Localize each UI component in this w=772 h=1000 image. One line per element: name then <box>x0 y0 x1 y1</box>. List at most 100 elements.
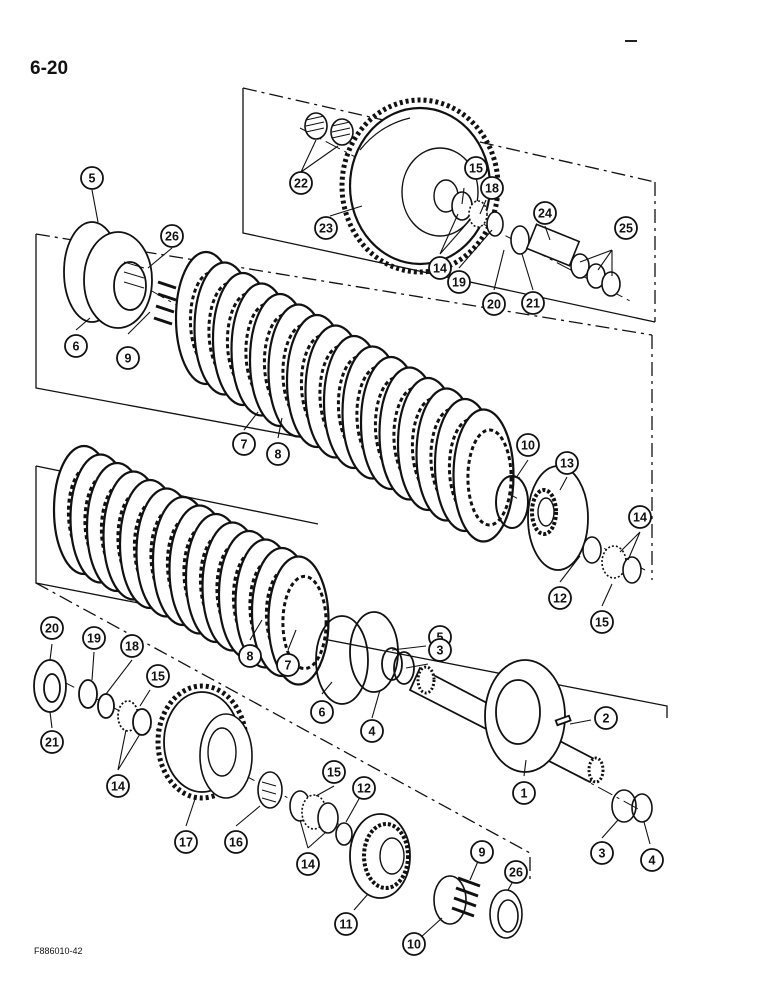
callout-c19b: 19 <box>82 626 106 650</box>
gear-13 <box>527 465 589 571</box>
callout-c2: 2 <box>594 706 618 730</box>
callout-label: 25 <box>619 222 633 236</box>
callout-c14a: 14 <box>428 256 452 280</box>
snap-ring-10 <box>495 475 529 529</box>
rings-3-4-lower <box>611 789 653 823</box>
callout-c11: 11 <box>334 912 358 936</box>
springs-9 <box>153 280 177 326</box>
callout-label: 23 <box>319 222 333 236</box>
callout-label: 17 <box>179 836 193 850</box>
callout-c3a: 3 <box>428 638 452 662</box>
callout-label: 6 <box>73 340 80 354</box>
callout-label: 14 <box>111 780 125 794</box>
callout-label: 15 <box>595 616 609 630</box>
callout-c13: 13 <box>555 451 579 475</box>
callout-c18b: 18 <box>120 634 144 658</box>
hub-11 <box>349 813 411 899</box>
callout-c25: 25 <box>614 216 638 240</box>
output-shaft-1 <box>408 659 605 784</box>
figure-code: F886010-42 <box>34 946 83 956</box>
callout-label: 4 <box>369 725 376 739</box>
callout-label: 10 <box>407 938 421 952</box>
callout-c12a: 12 <box>548 586 572 610</box>
callout-label: 8 <box>275 448 282 462</box>
callout-label: 15 <box>151 670 165 684</box>
bearings-16-14 <box>257 771 353 846</box>
callout-c9b: 9 <box>470 840 494 864</box>
panel-top-outline <box>242 87 656 323</box>
callout-c8b: 8 <box>238 644 262 668</box>
callout-c15d: 15 <box>322 760 346 784</box>
large-gear-23 <box>339 97 501 275</box>
callout-c10b: 10 <box>402 932 426 956</box>
callout-label: 16 <box>229 836 243 850</box>
bearing-cluster-top <box>451 191 621 297</box>
callout-c23: 23 <box>314 216 338 240</box>
callout-c16: 16 <box>224 830 248 854</box>
callout-c10a: 10 <box>516 433 540 457</box>
callout-c14b: 14 <box>628 505 652 529</box>
callout-label: 15 <box>469 162 483 176</box>
callout-label: 20 <box>487 298 501 312</box>
callout-c7a: 7 <box>232 432 256 456</box>
callout-label: 10 <box>521 439 535 453</box>
callout-label: 12 <box>553 592 567 606</box>
callout-label: 24 <box>538 207 552 221</box>
clutch-pack-upper <box>174 250 515 543</box>
callout-c7b: 7 <box>276 653 300 677</box>
callout-label: 19 <box>87 632 101 646</box>
piston-hub-5 <box>63 221 153 329</box>
clutch-pack-lower <box>52 444 330 686</box>
callout-label: 22 <box>294 177 308 191</box>
callout-c14c: 14 <box>106 774 130 798</box>
bearing-middle <box>582 536 642 584</box>
callout-c19a: 19 <box>447 270 471 294</box>
panel-bottom-outline <box>35 582 531 880</box>
callout-label: 2 <box>603 712 610 726</box>
seals-lower <box>315 611 415 705</box>
callout-label: 15 <box>327 766 341 780</box>
callout-c14d: 14 <box>296 852 320 876</box>
callout-label: 14 <box>433 262 447 276</box>
callout-c4a: 4 <box>360 719 384 743</box>
callout-label: 9 <box>479 846 486 860</box>
clutch-plate <box>267 555 330 686</box>
callout-label: 11 <box>339 918 352 932</box>
callout-c20b: 20 <box>40 616 64 640</box>
callout-label: 5 <box>437 631 444 645</box>
callout-c20a: 20 <box>482 292 506 316</box>
callout-c21a: 21 <box>521 291 545 315</box>
callout-label: 13 <box>560 457 574 471</box>
callout-c4b: 4 <box>640 848 664 872</box>
callout-label: 14 <box>633 511 647 525</box>
callout-c22: 22 <box>289 171 313 195</box>
callout-label: 9 <box>125 352 132 366</box>
callout-label: 7 <box>241 438 248 452</box>
callout-label: 3 <box>599 847 606 861</box>
callout-c18a: 18 <box>480 176 504 200</box>
callout-label: 3 <box>437 644 444 658</box>
callout-c15a: 15 <box>464 156 488 180</box>
callout-c15b: 15 <box>590 610 614 634</box>
callout-label: 18 <box>125 640 139 654</box>
callout-label: 6 <box>319 706 326 720</box>
callout-label: 14 <box>301 858 315 872</box>
callout-c9a: 9 <box>116 346 140 370</box>
callout-label: 5 <box>89 172 96 186</box>
callout-c17: 17 <box>174 830 198 854</box>
callout-label: 1 <box>521 787 528 801</box>
callout-c12b: 12 <box>352 776 376 800</box>
callout-c3b: 3 <box>590 841 614 865</box>
callout-c8a: 8 <box>266 442 290 466</box>
page-number: 6-20 <box>30 58 69 79</box>
callout-label: 8 <box>247 650 254 664</box>
callout-c24: 24 <box>533 201 557 225</box>
callout-label: 21 <box>45 736 59 750</box>
callout-c26a: 26 <box>160 224 184 248</box>
leader-lines <box>49 139 651 939</box>
callout-c5a: 5 <box>80 166 104 190</box>
callout-c15c: 15 <box>146 664 170 688</box>
needle-bearings-22 <box>304 112 354 146</box>
